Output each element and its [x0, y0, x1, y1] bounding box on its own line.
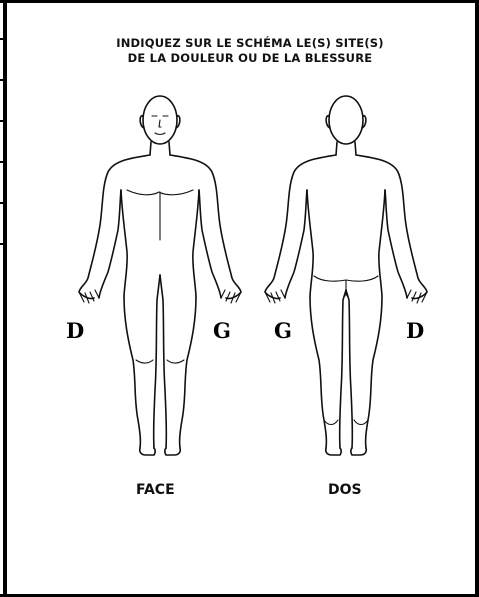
back-left-side-label: G: [274, 318, 292, 343]
front-caption: FACE: [136, 482, 175, 498]
front-body-figure: [79, 96, 241, 455]
back-right-side-label: D: [406, 318, 424, 343]
front-right-side-label: G: [213, 318, 231, 343]
back-caption: DOS: [328, 482, 362, 498]
back-body-figure: [265, 96, 427, 455]
front-left-side-label: D: [66, 318, 84, 343]
